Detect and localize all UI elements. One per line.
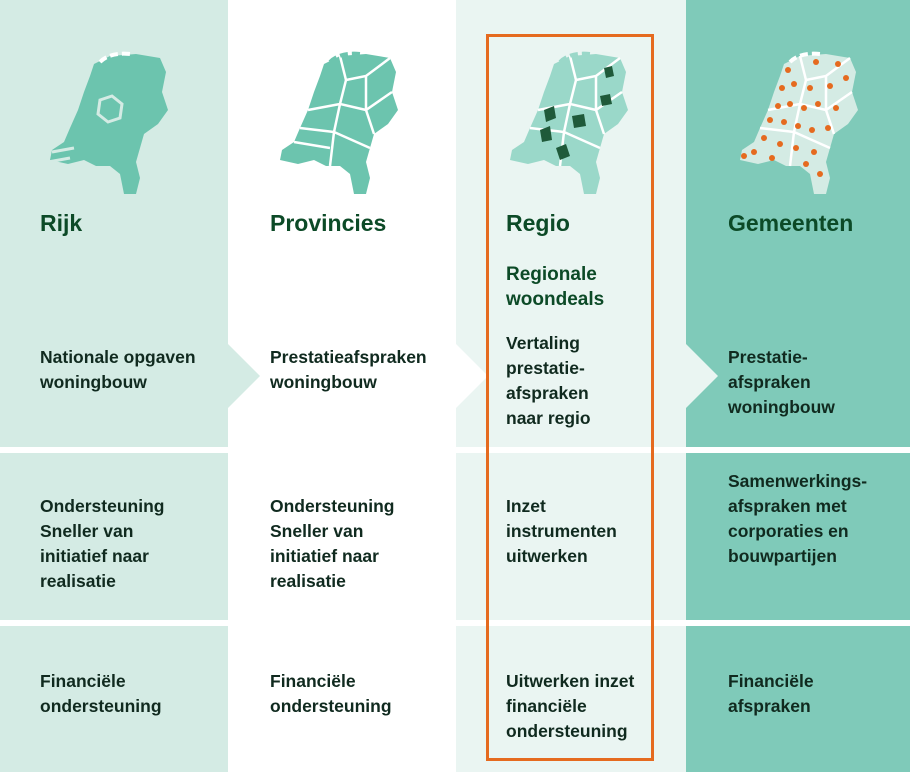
cell-provincies-row3: Financiële ondersteuning xyxy=(270,671,392,716)
row-divider xyxy=(0,447,910,453)
cell-provincies-row2: Ondersteuning Sneller van initiatief naa… xyxy=(270,496,395,591)
netherlands-provinces-map-icon xyxy=(280,51,398,194)
column-subtitle-regio: Regionale woondeals xyxy=(506,264,605,310)
column-title-rijk: Rijk xyxy=(40,210,83,236)
netherlands-municipalities-map-icon xyxy=(740,51,858,194)
regio-highlight-frame xyxy=(486,34,654,761)
cell-rijk-row3: Financiële ondersteuning xyxy=(40,671,162,716)
cell-rijk-row1: Nationale opgaven woningbouw xyxy=(40,347,196,392)
cell-regio-row2: Inzet instrumenten uitwerken xyxy=(506,496,617,566)
cell-regio-row1: Vertaling prestatie-afspraken naar regio xyxy=(506,333,591,428)
netherlands-map-icon xyxy=(47,51,168,194)
column-title-regio: Regio xyxy=(506,210,570,236)
cell-gemeenten-row2: Samenwerkings-afspraken met corporaties … xyxy=(728,471,868,566)
cell-provincies-row1: Prestatieafspraken woningbouw xyxy=(270,347,427,392)
column-title-provincies: Provincies xyxy=(270,210,387,236)
cell-gemeenten-row3: Financiële afspraken xyxy=(728,671,814,716)
column-title-gemeenten: Gemeenten xyxy=(728,210,854,236)
arrow-right-icon xyxy=(228,344,260,408)
netherlands-regions-map-icon xyxy=(510,51,628,194)
arrow-right-icon xyxy=(456,344,488,408)
cell-rijk-row2: Ondersteuning Sneller van initiatief naa… xyxy=(40,496,165,591)
arrow-right-icon xyxy=(686,344,718,408)
cell-regio-row3: Uitwerken inzet financiële ondersteuning xyxy=(506,671,635,741)
cell-gemeenten-row1: Prestatie-afspraken woningbouw xyxy=(728,347,835,417)
row-divider xyxy=(0,620,910,626)
